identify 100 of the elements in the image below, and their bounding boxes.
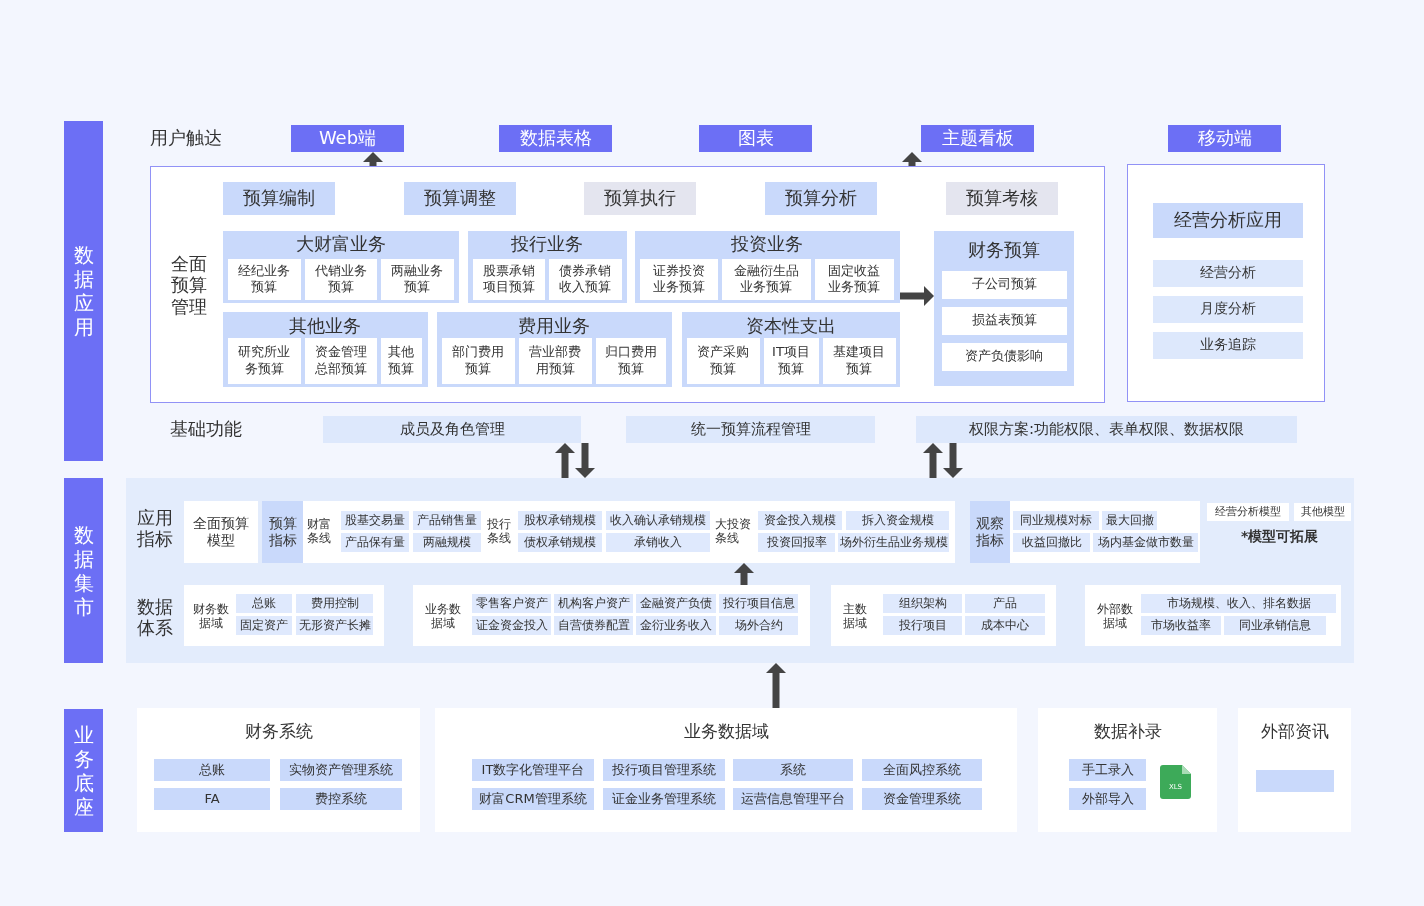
system-tile: IT数字化管理平台 bbox=[472, 759, 594, 781]
metric-tile: 市场规模、收入、排名数据 bbox=[1141, 594, 1336, 613]
group-title: 财务数据域 bbox=[193, 601, 229, 630]
group-title: 财务系统 bbox=[243, 721, 314, 742]
group-panel bbox=[467, 230, 627, 303]
function-tile: 预算执行 bbox=[583, 181, 696, 215]
budget-tile: 代销业务预算 bbox=[304, 258, 377, 300]
system-tile: 费控系统 bbox=[280, 788, 402, 810]
row-heading: 数据体系 bbox=[137, 597, 173, 639]
function-tile: 预算编制 bbox=[222, 181, 335, 215]
system-tile: 全面风控系统 bbox=[862, 759, 982, 781]
group-title: 业务数据域 bbox=[682, 721, 770, 742]
budget-tile: 金融衍生品业务预算 bbox=[721, 258, 811, 300]
metric-tile: 投资回报率 bbox=[758, 533, 835, 552]
function-tile: 业务追踪 bbox=[1152, 331, 1303, 359]
block-arrow bbox=[943, 443, 963, 478]
metric-tile: 组织架构 bbox=[883, 594, 962, 613]
group-title: 费用业务 bbox=[517, 314, 591, 337]
system-panel bbox=[1238, 708, 1351, 832]
system-tile bbox=[1256, 770, 1334, 792]
budget-tile: 其他预算 bbox=[380, 337, 422, 384]
metric-tile: 债权承销规模 bbox=[518, 533, 602, 552]
function-tile: 经营分析 bbox=[1152, 259, 1303, 287]
function-tile: 月度分析 bbox=[1152, 295, 1303, 323]
indicator-heading: 观察指标 bbox=[970, 501, 1010, 563]
function-tile: 经营分析应用 bbox=[1152, 202, 1303, 238]
system-tile: 外部导入 bbox=[1069, 788, 1146, 810]
budget-tile: 子公司预算 bbox=[941, 270, 1067, 299]
budget-tile: IT项目预算 bbox=[763, 337, 819, 384]
block-arrow bbox=[900, 286, 934, 306]
group-title: 外部资讯 bbox=[1259, 721, 1330, 742]
budget-tile: 固定收益业务预算 bbox=[814, 258, 894, 300]
budget-tile: 资金管理总部预算 bbox=[304, 337, 377, 384]
indicator-panel bbox=[970, 501, 1200, 563]
metric-tile: 机构客户资产 bbox=[554, 594, 633, 613]
row-heading: 应用指标 bbox=[137, 508, 173, 550]
block-arrow bbox=[363, 152, 383, 166]
system-tile: FA bbox=[154, 788, 270, 810]
layer-band: 数据应用 bbox=[64, 121, 103, 461]
metric-tile: 金衍业务收入 bbox=[636, 616, 716, 635]
indicator-panel bbox=[262, 501, 955, 563]
channel-tile: Web端 bbox=[291, 125, 404, 152]
metric-tile: 最大回撤 bbox=[1102, 511, 1157, 530]
metric-tile: 成本中心 bbox=[965, 616, 1045, 635]
group-panel bbox=[681, 311, 900, 387]
line-heading: 大投资条线 bbox=[715, 518, 751, 546]
group-title: 投资业务 bbox=[730, 232, 804, 255]
metric-tile: 收益回撤比 bbox=[1013, 533, 1090, 552]
block-arrow bbox=[734, 563, 754, 585]
budget-tile: 股票承销项目预算 bbox=[472, 258, 545, 300]
metric-tile: 零售客户资产 bbox=[472, 594, 551, 613]
function-tile: 预算分析 bbox=[764, 181, 877, 215]
row-heading: 基础功能 bbox=[170, 419, 242, 440]
system-tile: 资金管理系统 bbox=[862, 788, 982, 810]
indicator-heading: 预算指标 bbox=[262, 501, 303, 563]
function-tile: 预算调整 bbox=[403, 181, 516, 215]
system-tile: 系统 bbox=[733, 759, 853, 781]
group-title: 其他业务 bbox=[288, 314, 362, 337]
metric-tile: 同业规模对标 bbox=[1013, 511, 1099, 530]
metric-tile: 金融资产负债 bbox=[636, 594, 716, 613]
metric-tile: 投行项目 bbox=[883, 616, 962, 635]
channel-tile: 移动端 bbox=[1168, 125, 1281, 152]
metric-tile: 承销收入 bbox=[606, 533, 710, 552]
group-title: 财务预算 bbox=[966, 238, 1041, 261]
domain-panel bbox=[413, 585, 810, 646]
function-tile: 成员及角色管理 bbox=[323, 416, 581, 443]
block-arrow bbox=[902, 152, 922, 166]
system-tile: 总账 bbox=[154, 759, 270, 781]
system-tile: 证金业务管理系统 bbox=[603, 788, 725, 810]
group-title: 数据补录 bbox=[1092, 721, 1163, 742]
metric-tile: 费用控制 bbox=[296, 594, 373, 613]
metric-tile: 收入确认承销规模 bbox=[606, 511, 710, 530]
metric-tile: 投行项目信息 bbox=[719, 594, 798, 613]
block-arrow bbox=[766, 663, 786, 708]
metric-tile: 总账 bbox=[236, 594, 292, 613]
metric-tile: 产品保有量 bbox=[341, 533, 409, 552]
group-title: 外部数据域 bbox=[1097, 601, 1133, 630]
system-tile: 运营信息管理平台 bbox=[733, 788, 853, 810]
metric-tile: 产品 bbox=[965, 594, 1045, 613]
budget-tile: 研究所业务预算 bbox=[227, 337, 301, 384]
system-panel bbox=[137, 708, 420, 832]
block-arrow bbox=[923, 443, 943, 478]
group-title: 主数据域 bbox=[843, 601, 867, 630]
system-tile: 手工录入 bbox=[1069, 759, 1146, 781]
budget-tile: 归口费用预算 bbox=[595, 337, 666, 384]
system-panel bbox=[435, 708, 1017, 832]
function-tile: 统一预算流程管理 bbox=[626, 416, 875, 443]
budget-tile: 证券投资业务预算 bbox=[639, 258, 718, 300]
metric-tile: 证金资金投入 bbox=[472, 616, 551, 635]
model-tile: 全面预算模型 bbox=[184, 501, 258, 563]
group-panel bbox=[436, 311, 672, 387]
metric-tile: 场外合约 bbox=[719, 616, 798, 635]
budget-tile: 营业部费用预算 bbox=[518, 337, 592, 384]
metric-tile: 同业承销信息 bbox=[1224, 616, 1326, 635]
group-title: 业务数据域 bbox=[425, 601, 461, 630]
domain-panel bbox=[1085, 585, 1341, 646]
channel-tile: 主题看板 bbox=[921, 125, 1034, 152]
system-tile: 财富CRM管理系统 bbox=[472, 788, 594, 810]
group-panel bbox=[634, 230, 900, 303]
system-tile: 实物资产管理系统 bbox=[280, 759, 402, 781]
